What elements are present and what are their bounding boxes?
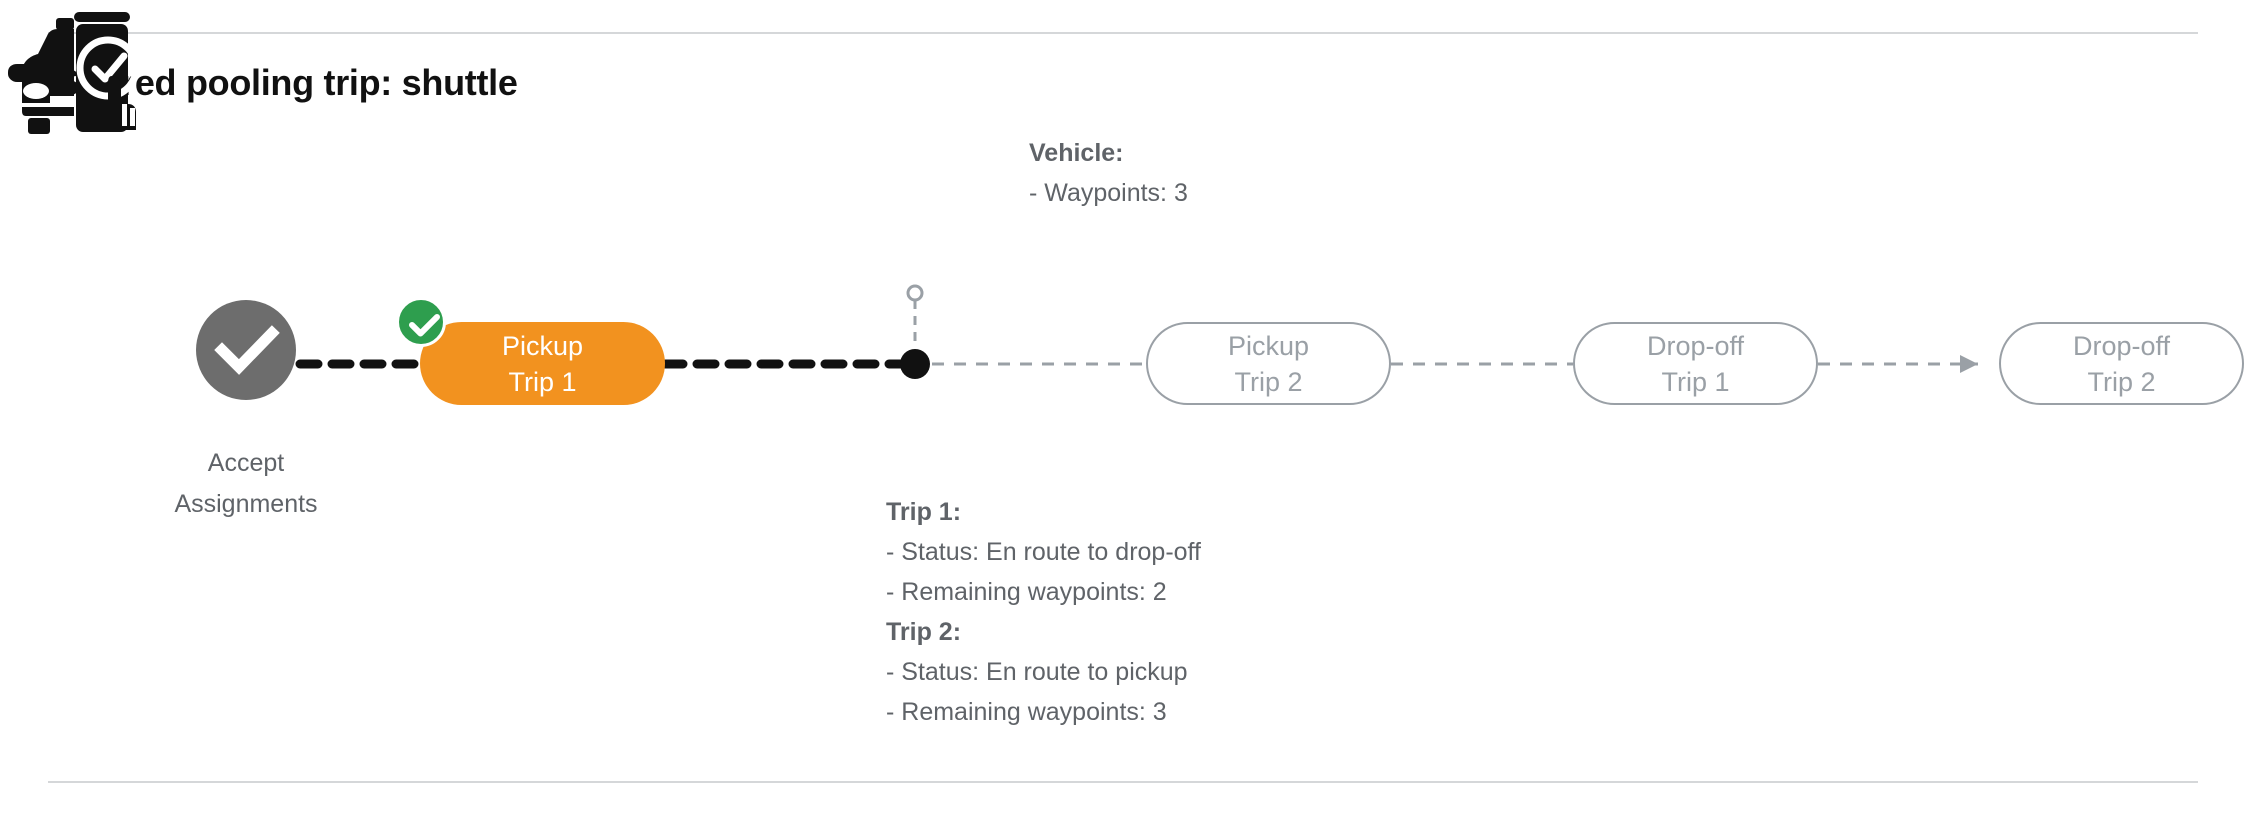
check-circle-green-icon: [396, 297, 446, 347]
vehicle-heading-label: Vehicle: [1029, 139, 1116, 167]
trips-info-block: Trip 1: - Status: En route to drop-off -…: [886, 492, 1201, 732]
node-accept-assignments[interactable]: [196, 300, 296, 400]
node-pickup-trip-1-line2: Trip 1: [508, 366, 577, 397]
connector-arrowhead: [1960, 355, 1978, 373]
trip-1-waypoints-line: - Remaining waypoints: 2: [886, 578, 1167, 606]
accept-label-line1: Accept: [207, 449, 285, 477]
node-pickup-trip-2[interactable]: Pickup Trip 2: [1146, 322, 1391, 405]
node-pickup-trip-2-line1: Pickup: [1227, 330, 1310, 361]
vehicle-waypoints-line: - Waypoints: 3: [1029, 179, 1188, 207]
vehicle-info-heading: Vehicle:: [1029, 133, 1188, 173]
car-phone-check-icon: [8, 12, 140, 134]
node-dropoff-trip-2[interactable]: Drop-off Trip 2: [1999, 322, 2244, 405]
node-dropoff-trip-2-line1: Drop-off: [2072, 330, 2171, 361]
vehicle-heading-colon: :: [1115, 139, 1124, 167]
trip-2-status-line: - Status: En route to pickup: [886, 658, 1188, 686]
node-dropoff-trip-2-line2: Trip 2: [2087, 366, 2156, 397]
node-dropoff-trip-1-line1: Drop-off: [1646, 330, 1745, 361]
node-pickup-trip-2-line2: Trip 2: [1234, 366, 1303, 397]
trip-1-heading-label: Trip 1: [886, 498, 953, 526]
trip-2-waypoints-line: - Remaining waypoints: 3: [886, 698, 1167, 726]
node-dropoff-trip-1-line2: Trip 1: [1661, 366, 1730, 397]
trip-1-heading: Trip 1:: [886, 492, 1201, 532]
vehicle-position-dot: [900, 349, 930, 379]
node-pickup-trip-1-line1: Pickup: [501, 330, 584, 361]
divider-top: [48, 32, 2198, 34]
check-circle-filled-icon: [214, 325, 280, 375]
trip-1-heading-colon: :: [952, 498, 962, 526]
accept-label-line2: Assignments: [174, 490, 318, 518]
node-dropoff-trip-1[interactable]: Drop-off Trip 1: [1573, 322, 1818, 405]
vehicle-info-block: Vehicle: - Waypoints: 3: [1029, 133, 1188, 213]
node-pickup-trip-1[interactable]: Pickup Trip 1: [420, 322, 665, 405]
divider-bottom: [48, 781, 2198, 783]
node-accept-assignments-label: Accept Assignments: [96, 443, 396, 525]
trip-2-heading-colon: :: [952, 618, 962, 646]
trip-2-heading-label: Trip 2: [886, 618, 953, 646]
trip-1-status-line: - Status: En route to drop-off: [886, 538, 1201, 566]
badge-check-glyph: [409, 314, 440, 337]
trip-2-heading: Trip 2:: [886, 612, 1201, 652]
vehicle-leader-endpoint: [906, 284, 924, 302]
